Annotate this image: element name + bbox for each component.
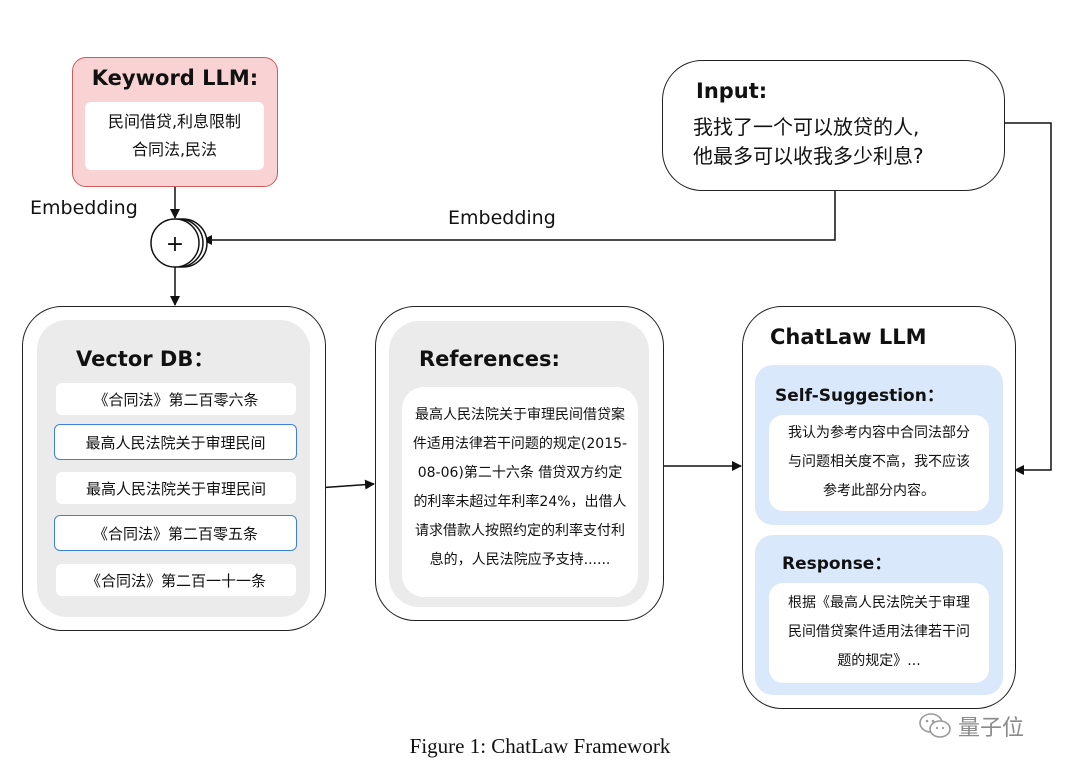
response-content: 根据《最高人民法院关于审理 民间借贷案件适用法律若干问 题的规定》...	[769, 583, 989, 683]
vector-db-item: 最高人民法院关于审理民间	[56, 472, 296, 504]
keyword-line: 民间借贷,利息限制	[107, 112, 242, 131]
embedding-label-left: Embedding	[30, 197, 138, 219]
chatlaw-llm-title: ChatLaw LLM	[770, 325, 927, 349]
figure-caption: Figure 1: ChatLaw Framework	[409, 734, 671, 758]
keyword-llm-box: Keyword LLM: 民间借贷,利息限制 合同法,民法	[72, 57, 278, 187]
input-question: 我找了一个可以放贷的人, 他最多可以收我多少利息?	[693, 113, 924, 171]
self-suggestion-line: 与问题相关度不高，我不应该	[788, 454, 970, 470]
vector-db-item: 《合同法》第二百零六条	[56, 383, 296, 415]
vector-db-box: Vector DB： 《合同法》第二百零六条 最高人民法院关于审理民间 最高人民…	[22, 306, 326, 631]
references-title: References:	[419, 347, 560, 371]
embedding-label-top: Embedding	[448, 207, 556, 229]
response-line: 民间借贷案件适用法律若干问	[788, 624, 970, 640]
self-suggestion-content: 我认为参考内容中合同法部分 与问题相关度不高，我不应该 参考此部分内容。	[769, 415, 989, 511]
input-title: Input:	[696, 79, 768, 103]
references-box: References: 最高人民法院关于审理民间借贷案 件适用法律若干问题的规定…	[375, 306, 664, 621]
self-suggestion-line: 我认为参考内容中合同法部分	[788, 425, 970, 441]
keyword-list: 民间借贷,利息限制 合同法,民法	[85, 102, 264, 170]
chatlaw-llm-box: ChatLaw LLM Self-Suggestion： 我认为参考内容中合同法…	[742, 306, 1016, 709]
wechat-icon	[919, 713, 951, 738]
reference-line: 请求借款人按照约定的利率支付利	[415, 523, 625, 539]
watermark-text: 量子位	[958, 716, 1025, 741]
reference-line: 最高人民法院关于审理民间借贷案	[415, 407, 625, 423]
reference-line: 的利率未超过年利率24%，出借人	[413, 494, 627, 510]
keyword-llm-title: Keyword LLM:	[91, 66, 259, 90]
self-suggestion-title: Self-Suggestion：	[775, 386, 944, 406]
reference-line: 息的，人民法院应予支持......	[429, 552, 611, 568]
self-suggestion-line: 参考此部分内容。	[823, 483, 935, 499]
references-content: 最高人民法院关于审理民间借贷案 件适用法律若干问题的规定(2015- 08-06…	[402, 387, 638, 597]
reference-line: 件适用法律若干问题的规定(2015-	[412, 436, 628, 452]
input-line: 他最多可以收我多少利息?	[693, 144, 924, 168]
watermark: 量子位	[918, 710, 1024, 742]
input-box: Input: 我找了一个可以放贷的人, 他最多可以收我多少利息?	[662, 60, 1005, 191]
vector-db-item-selected: 《合同法》第二百零五条	[54, 515, 297, 551]
merge-plus-symbol: +	[166, 232, 184, 257]
self-suggestion-panel: Self-Suggestion： 我认为参考内容中合同法部分 与问题相关度不高，…	[755, 365, 1003, 525]
merge-circle	[150, 218, 200, 268]
keyword-line: 合同法,民法	[131, 140, 218, 159]
vector-db-item-selected: 最高人民法院关于审理民间	[54, 424, 297, 460]
vector-db-title: Vector DB：	[76, 347, 215, 371]
input-line: 我找了一个可以放贷的人,	[693, 115, 920, 139]
arrow-input-to-chatlaw	[1003, 122, 1052, 475]
response-title: Response：	[782, 554, 892, 574]
response-line: 根据《最高人民法院关于审理	[788, 595, 970, 611]
response-panel: Response： 根据《最高人民法院关于审理 民间借贷案件适用法律若干问 题的…	[755, 535, 1003, 695]
arrow-input-to-merge	[202, 191, 836, 245]
response-line: 题的规定》...	[837, 653, 921, 669]
reference-line: 08-06)第二十六条 借贷双方约定	[417, 465, 623, 481]
vector-db-item: 《合同法》第二百一十一条	[56, 564, 296, 596]
